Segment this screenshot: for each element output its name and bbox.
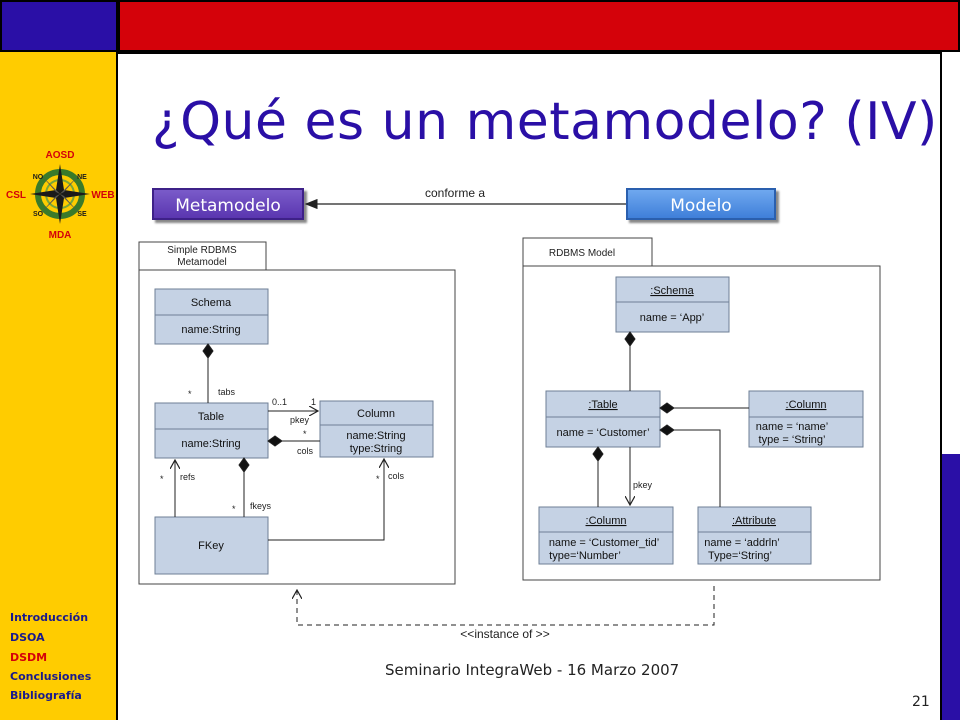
m-attribute-object: :Attribute name = ‘addrln’ Type=‘String’ <box>697 506 812 565</box>
mm-schema-name: Schema <box>191 297 232 309</box>
mm-schema-class: Schema name:String <box>154 288 269 345</box>
mm-label-tabs: tabs <box>218 387 236 397</box>
m-column-top-object: :Column name = ‘name’ type = ‘String’ <box>748 390 864 448</box>
mm-label-zero-one: 0..1 <box>272 397 287 407</box>
nav-item-dsoa[interactable]: DSOA <box>10 631 45 644</box>
mm-label-pkey: pkey <box>290 415 310 425</box>
compass-logo-icon: AOSD MDA CSL WEB NO NE SO SE <box>6 150 115 241</box>
nav-item-conclusiones[interactable]: Conclusiones <box>10 670 92 683</box>
m-label-pkey: pkey <box>633 480 653 490</box>
mm-label-one: 1 <box>311 397 316 407</box>
logo-bottom-text: MDA <box>49 230 72 241</box>
mm-association-labels: tabs * 0..1 1 pkey * cols refs * * fkeys… <box>160 387 405 514</box>
m-table-name: :Table <box>588 399 617 411</box>
page-number: 21 <box>912 694 930 710</box>
m-attribute-attr-2: Type=‘String’ <box>708 550 772 562</box>
nav-item-bibliografia[interactable]: Bibliografía <box>10 689 82 702</box>
mm-label-refs: refs <box>180 472 196 482</box>
m-column-bottom-attr-1: name = ‘Customer_tid’ <box>549 537 659 549</box>
slide-title: ¿Qué es un metamodelo? (IV) <box>152 92 938 152</box>
mm-label-cols: cols <box>297 446 314 456</box>
nav-item-dsdm[interactable]: DSDM <box>10 651 48 664</box>
mm-label-fkeys: fkeys <box>250 501 272 511</box>
mm-column-class: Column name:String type:String <box>319 400 434 458</box>
mm-label-star-cols2: * <box>376 474 380 484</box>
footer-text: Seminario IntegraWeb - 16 Marzo 2007 <box>385 661 680 679</box>
logo-sw-text: SO <box>33 211 44 218</box>
logo-se-text: SE <box>77 211 87 218</box>
right-strip-top <box>940 52 960 454</box>
m-column-bottom-name: :Column <box>586 515 627 527</box>
metamodel-frame-title-line2: Metamodel <box>177 257 226 268</box>
mm-associations <box>175 343 384 541</box>
mm-fkey-name: FKey <box>198 540 224 552</box>
logo-top-text: AOSD <box>46 150 75 161</box>
conforms-label: conforme a <box>425 186 485 200</box>
mm-column-name: Column <box>357 408 395 420</box>
m-attribute-attr-1: name = ‘addrln’ <box>704 537 780 549</box>
mm-schema-attr: name:String <box>181 324 240 336</box>
m-column-top-attr-2: type = ‘String’ <box>759 434 826 446</box>
mm-label-star-fkeys: * <box>232 504 236 514</box>
logo-right-text: WEB <box>91 190 114 201</box>
mm-column-attr-2: type:String <box>350 443 403 455</box>
right-strip-bottom <box>940 454 960 720</box>
mm-table-attr: name:String <box>181 438 240 450</box>
logo-left-text: CSL <box>6 190 26 201</box>
left-panel: AOSD MDA CSL WEB NO NE SO SE Introducció… <box>0 52 118 720</box>
m-schema-name: :Schema <box>650 285 694 297</box>
mm-table-name: Table <box>198 411 224 423</box>
top-banner <box>118 0 960 52</box>
m-schema-attr: name = ‘App’ <box>640 312 705 324</box>
model-frame-title: RDBMS Model <box>549 248 615 259</box>
mm-fkey-class: FKey <box>154 516 269 575</box>
instance-of-connector <box>297 586 715 626</box>
mm-label-star-refs: * <box>160 474 164 484</box>
mm-label-star-cols: * <box>303 429 307 439</box>
metamodel-frame-title-line1: Simple RDBMS <box>167 245 237 256</box>
m-schema-object: :Schema name = ‘App’ <box>615 276 730 333</box>
metamodel-box: Metamodelo <box>152 188 304 220</box>
m-column-top-attr-1: name = ‘name’ <box>756 421 828 433</box>
top-left-block <box>0 0 118 52</box>
nav-item-introduccion[interactable]: Introducción <box>10 611 89 624</box>
mm-label-cols2: cols <box>388 471 405 481</box>
m-column-top-name: :Column <box>786 399 827 411</box>
m-table-object: :Table name = ‘Customer’ <box>545 390 661 448</box>
m-table-attr: name = ‘Customer’ <box>556 427 649 439</box>
logo-nw-text: NO <box>33 174 44 181</box>
mm-table-class: Table name:String <box>154 402 269 459</box>
mm-label-star-tabs: * <box>188 389 192 399</box>
content-frame <box>118 52 940 720</box>
m-column-bottom-object: :Column name = ‘Customer_tid’ type=‘Numb… <box>538 506 674 565</box>
mm-column-attr-1: name:String <box>346 430 405 442</box>
m-attribute-name: :Attribute <box>732 515 776 527</box>
model-box: Modelo <box>626 188 776 220</box>
instance-of-label: <<instance of >> <box>460 627 549 641</box>
m-links <box>592 331 749 507</box>
m-column-bottom-attr-2: type=‘Number’ <box>549 550 621 562</box>
logo-ne-text: NE <box>77 174 87 181</box>
